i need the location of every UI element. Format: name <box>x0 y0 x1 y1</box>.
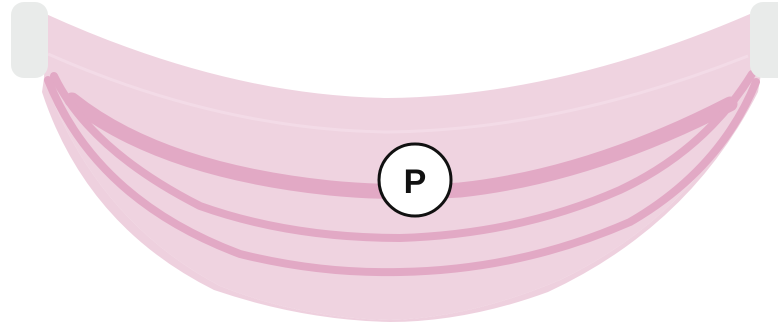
right-anchor <box>750 2 778 78</box>
badge-label: P <box>404 163 427 201</box>
left-anchor <box>11 2 48 78</box>
letter-p-badge-icon: P <box>379 144 451 216</box>
